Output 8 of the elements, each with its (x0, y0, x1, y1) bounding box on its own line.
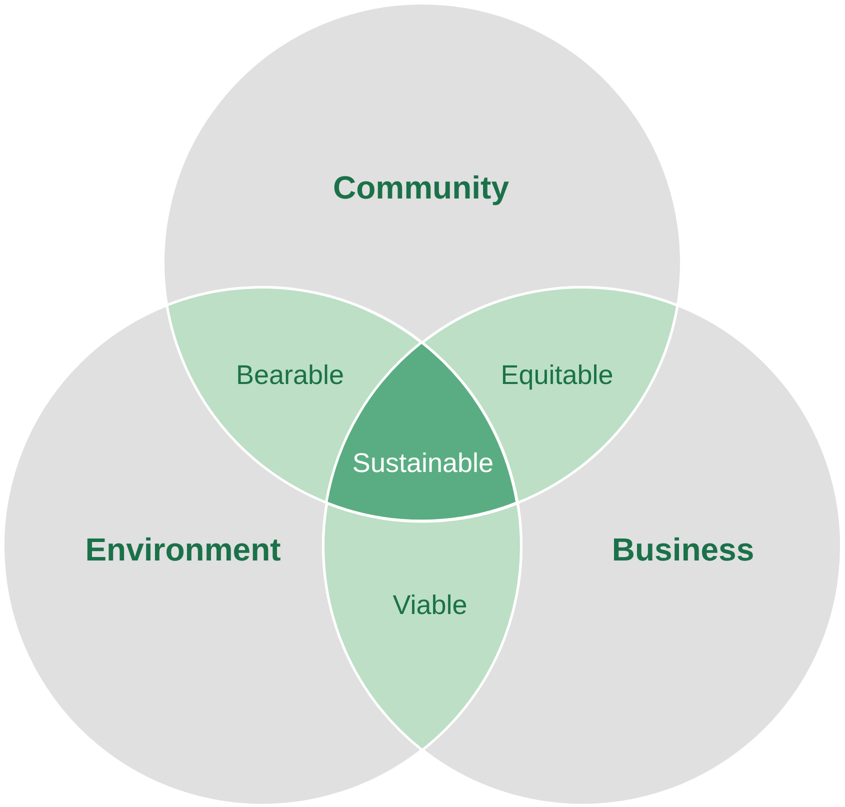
overlap-label: Viable (392, 591, 468, 621)
circle-region (162, 2, 682, 344)
center-label: Sustainable (352, 449, 494, 479)
overlap-label: Bearable (236, 361, 344, 391)
circle-label: Business (612, 532, 754, 568)
overlap-label: Equitable (500, 361, 614, 391)
circle-label: Community (332, 170, 509, 206)
circle-label: Environment (85, 532, 281, 568)
